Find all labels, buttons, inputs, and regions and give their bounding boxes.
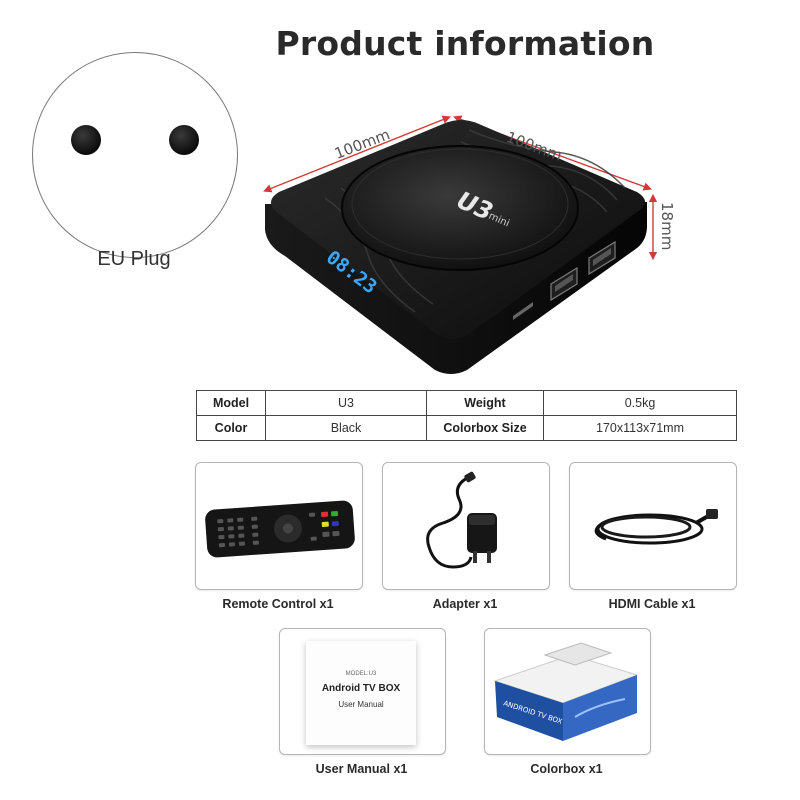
- accessory-card-adapter: [382, 462, 550, 590]
- spec-key-colorbox-size: Colorbox Size: [426, 415, 544, 441]
- eu-plug-graphic: [32, 52, 238, 258]
- product-image: U3 mini 08:23: [263, 115, 658, 374]
- manual-cover: MODEL:U3 Android TV BOX User Manual: [306, 641, 416, 745]
- manual-title: Android TV BOX: [321, 683, 401, 694]
- accessory-card-colorbox: ANDROID TV BOX: [484, 628, 651, 755]
- colorbox-image: ANDROID TV BOX: [493, 642, 639, 741]
- spec-value-model: U3: [265, 390, 427, 416]
- dim-height-label: 18mm: [658, 202, 676, 251]
- hdmi-cable-image: [594, 509, 718, 545]
- table-row: Model U3 Weight 0.5kg: [196, 390, 737, 416]
- remote-control-image: [205, 500, 355, 558]
- plug-pin-right: [169, 125, 199, 155]
- manual-model: MODEL:U3: [345, 671, 377, 677]
- adapter-image: [426, 471, 497, 569]
- caption-remote: Remote Control x1: [222, 597, 334, 611]
- caption-manual: User Manual x1: [315, 762, 408, 776]
- spec-key-color: Color: [196, 415, 266, 441]
- usb-port-1: [550, 266, 578, 302]
- manual-subtitle: User Manual: [338, 700, 384, 709]
- table-row: Color Black Colorbox Size 170x113x71mm: [196, 415, 737, 441]
- dim-line-length: [263, 115, 451, 193]
- spec-value-weight: 0.5kg: [543, 390, 737, 416]
- caption-colorbox: Colorbox x1: [530, 762, 603, 776]
- accessory-card-remote: [195, 462, 363, 590]
- accessory-card-hdmi: [569, 462, 737, 590]
- plug-caption: EU Plug: [97, 248, 171, 270]
- caption-hdmi: HDMI Cable x1: [608, 597, 696, 611]
- caption-adapter: Adapter x1: [432, 597, 498, 611]
- spec-table: Model U3 Weight 0.5kg Color Black Colorb…: [196, 390, 737, 441]
- sd-card-slot: [513, 302, 533, 320]
- plug-pin-left: [71, 125, 101, 155]
- spec-value-color: Black: [265, 415, 427, 441]
- spec-value-colorbox-size: 170x113x71mm: [543, 415, 737, 441]
- usb-port-2: [588, 240, 616, 276]
- accessory-card-manual: MODEL:U3 Android TV BOX User Manual: [279, 628, 446, 755]
- spec-key-model: Model: [196, 390, 266, 416]
- spec-key-weight: Weight: [426, 390, 544, 416]
- page-title: Product information: [275, 24, 655, 63]
- device-disc: [341, 145, 579, 271]
